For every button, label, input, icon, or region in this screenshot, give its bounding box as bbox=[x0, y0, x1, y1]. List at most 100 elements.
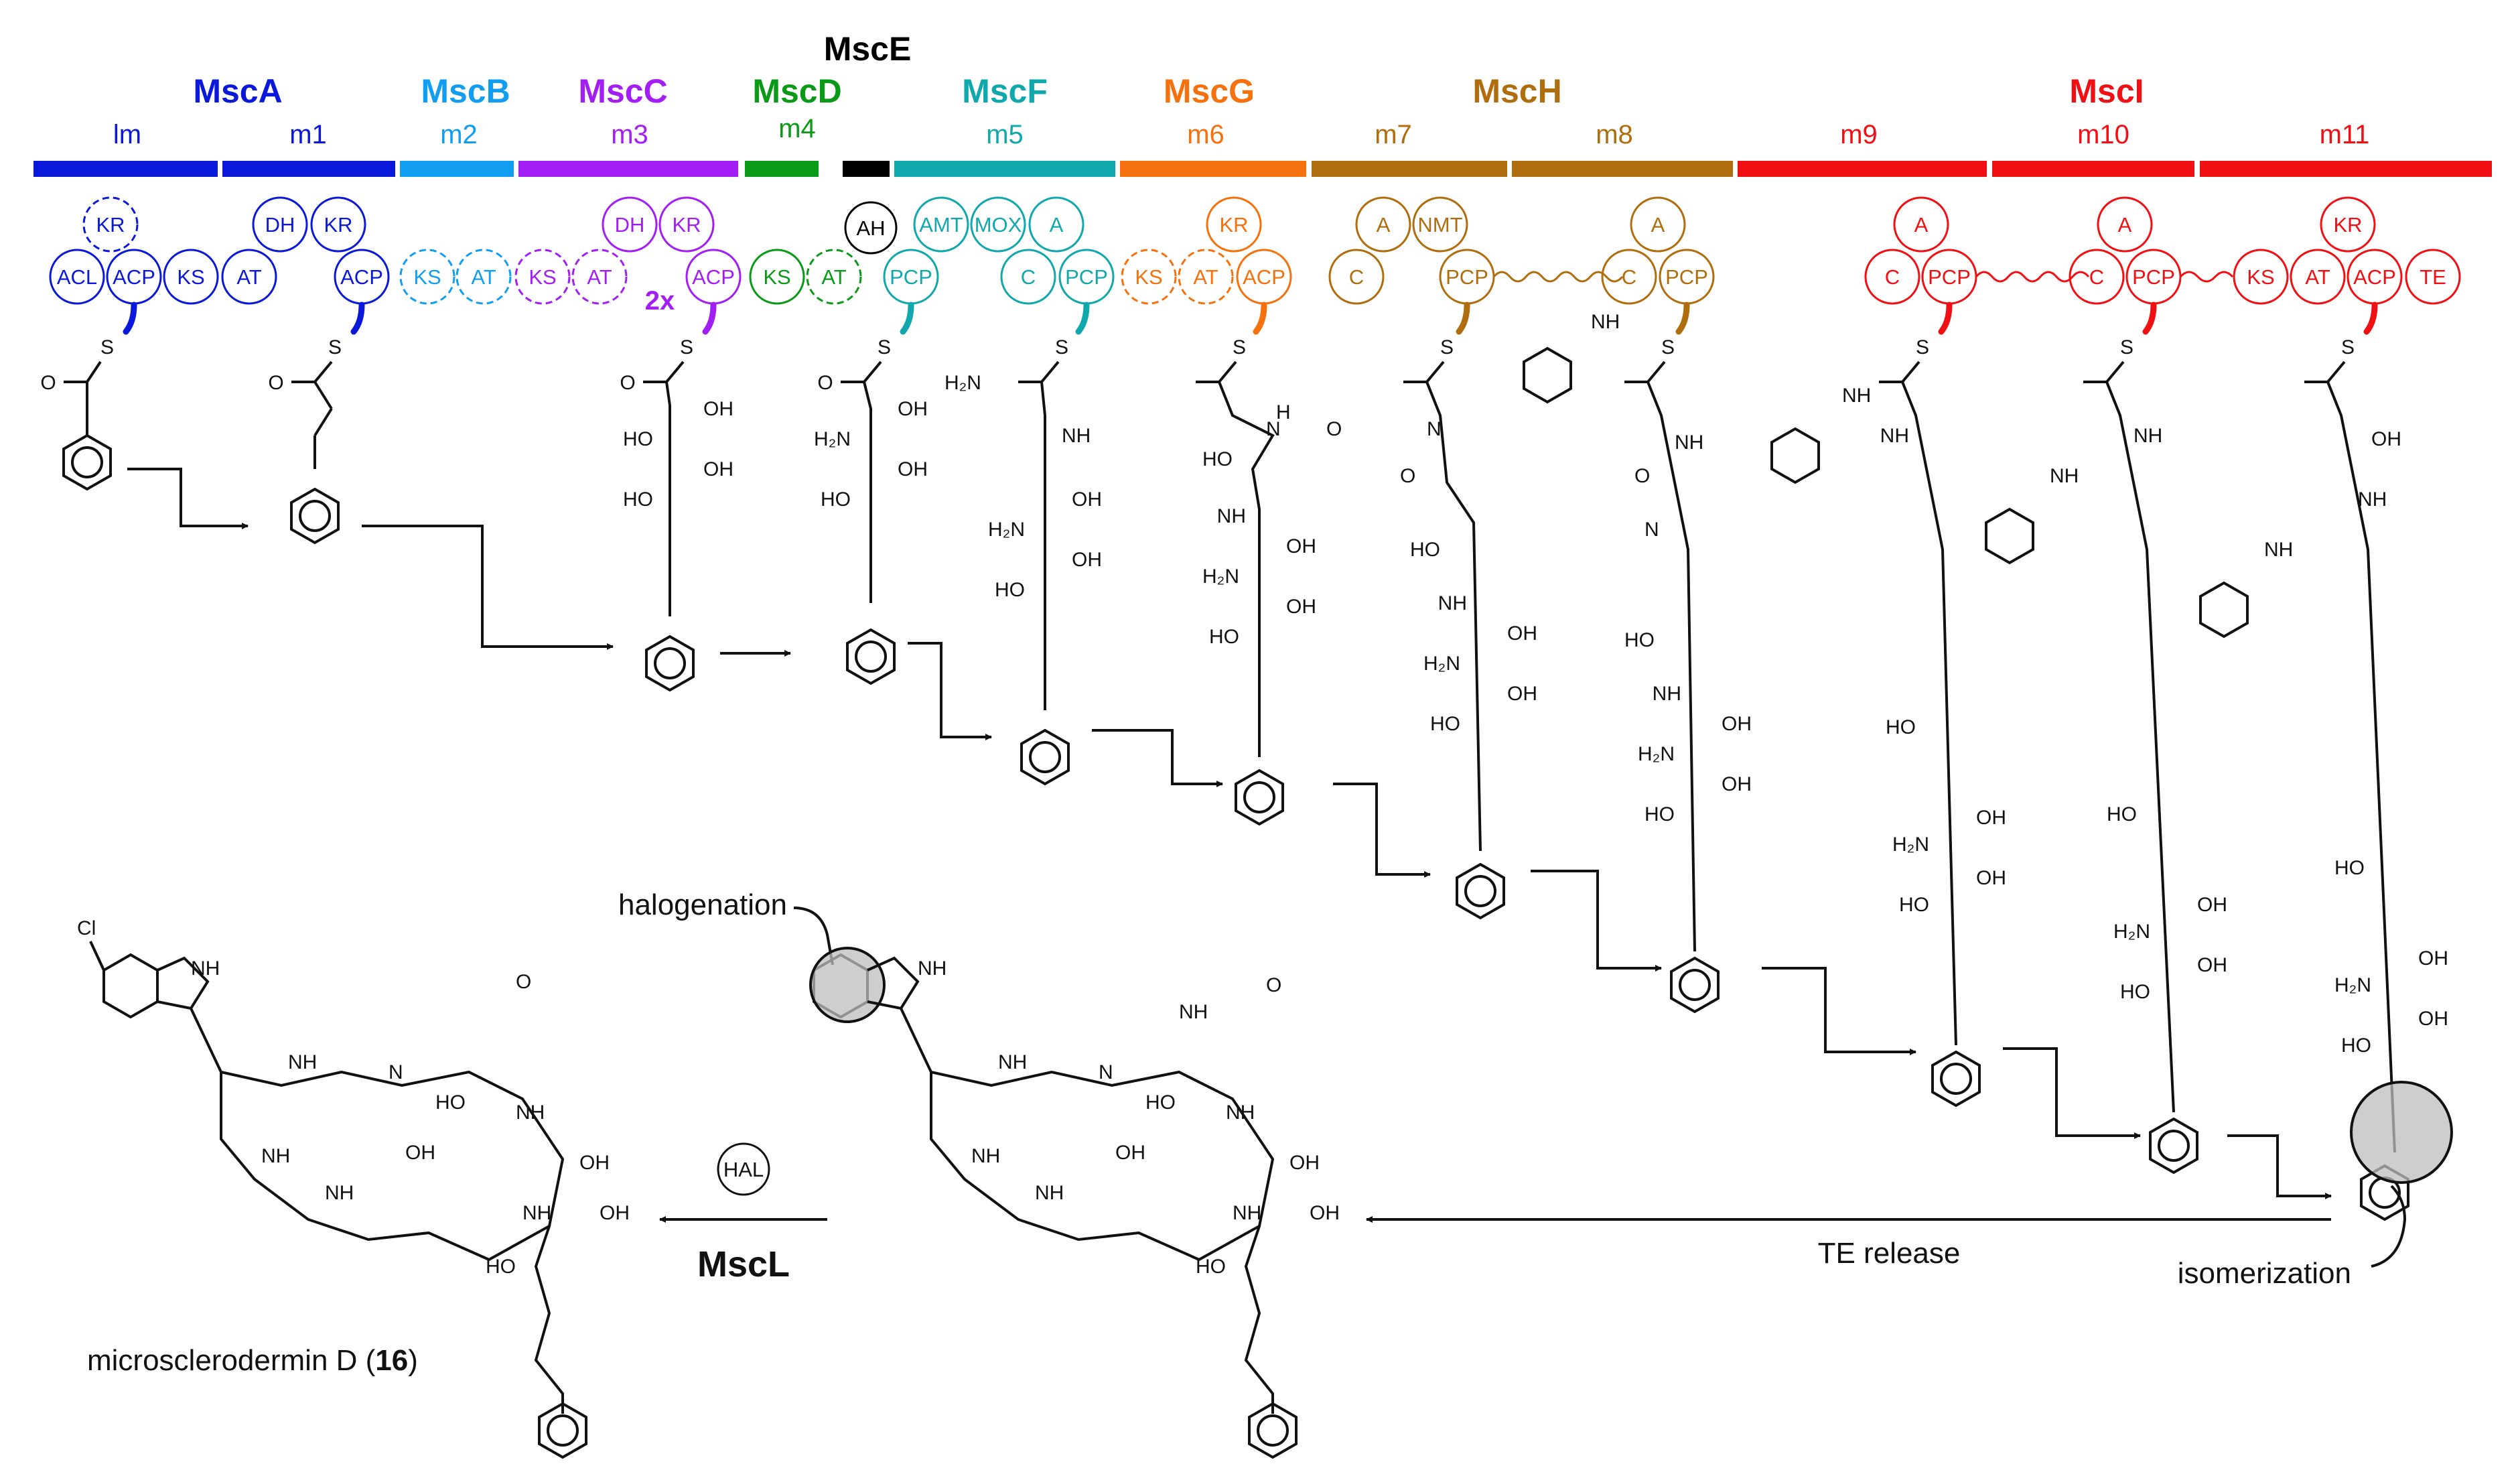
domain-labels-mscb: KS AT bbox=[413, 265, 496, 289]
domain-dh-m3 bbox=[602, 196, 658, 253]
label-acp-lm: ACP bbox=[113, 265, 155, 289]
domain-labels-mscf: PCP AMT MOX A C PCP bbox=[890, 213, 1108, 289]
domain-c-m10 bbox=[2069, 249, 2125, 305]
atom-h2n-m7: H₂N bbox=[1423, 653, 1460, 675]
atom-oh-m9-1: OH bbox=[1976, 807, 2006, 829]
module-m2: m2 bbox=[440, 120, 478, 149]
domain-kr-m6 bbox=[1206, 196, 1262, 253]
sulfur-m9: S bbox=[1916, 336, 1929, 358]
atom-nh-indole-m9: NH bbox=[1842, 385, 1871, 407]
label-kr-m3: KR bbox=[672, 213, 701, 237]
intermediate-m3: O OH HO OH HO bbox=[620, 360, 733, 692]
atom-ho-m9-2: HO bbox=[1899, 894, 1929, 916]
domain-labels-mscd: KS AT bbox=[763, 265, 846, 289]
module-m7: m7 bbox=[1375, 120, 1412, 149]
bar-m1 bbox=[222, 161, 395, 177]
atom-nh-released-2: NH bbox=[1226, 1102, 1255, 1124]
thioester-sulfurs: S S S S S S S S S S S bbox=[100, 336, 2355, 358]
atom-oh-m5-2: OH bbox=[1072, 549, 1102, 571]
arrow-10 bbox=[2227, 1134, 2332, 1199]
atom-n-final: N bbox=[389, 1061, 403, 1083]
atom-h2n-m6: H₂N bbox=[1202, 565, 1239, 588]
domain-at-m1 bbox=[221, 249, 277, 305]
intermediate-m8: NH NH O N HO NH OH H₂N OH HO bbox=[1523, 311, 1752, 1014]
module-bars bbox=[33, 161, 2492, 177]
domain-kr-m11 bbox=[2320, 196, 2376, 253]
sulfur-m10: S bbox=[2120, 336, 2133, 358]
label-pcp-m4: PCP bbox=[890, 265, 932, 289]
sulfur-m8: S bbox=[1661, 336, 1675, 358]
sulfur-m4: S bbox=[878, 336, 891, 358]
atom-oh-m7-2: OH bbox=[1507, 683, 1537, 705]
atom-oh-released-1: OH bbox=[1289, 1152, 1320, 1174]
domain-c-m5 bbox=[1000, 249, 1056, 305]
atom-h2n-m5: H₂N bbox=[988, 519, 1025, 541]
module-m10: m10 bbox=[2077, 120, 2129, 149]
atom-o-m7: O bbox=[1400, 465, 1415, 487]
label-pcp-m10: PCP bbox=[2132, 265, 2175, 289]
domain-labels-msci: A C PCP A C PCP KS AT KR ACP TE bbox=[1885, 213, 2446, 289]
atom-nh-indole-m10: NH bbox=[2050, 465, 2079, 487]
module-m9: m9 bbox=[1840, 120, 1878, 149]
domain-at-m6 bbox=[1178, 249, 1234, 305]
bar-m10 bbox=[1992, 161, 2194, 177]
product-close: ) bbox=[408, 1344, 418, 1377]
label-a-m8: A bbox=[1651, 213, 1665, 237]
module-labels: lm m1 m2 m3 m4 m5 m6 m7 m8 m9 m10 m11 bbox=[113, 114, 2370, 149]
indole-m10 bbox=[1985, 507, 2034, 565]
sulfur-m1: S bbox=[328, 336, 342, 358]
label-kr-m1: KR bbox=[324, 213, 352, 237]
bar-m3 bbox=[518, 161, 738, 177]
arrow-2 bbox=[362, 525, 614, 650]
label-ks-m1: KS bbox=[177, 265, 204, 289]
label-c-m5: C bbox=[1021, 265, 1036, 289]
bar-m2 bbox=[400, 161, 514, 177]
module-m1: m1 bbox=[289, 120, 327, 149]
domains-mscb bbox=[399, 249, 512, 305]
atom-o-released-lactam: O bbox=[1266, 974, 1281, 996]
benzene-m7 bbox=[1456, 862, 1505, 920]
protein-msca: MscA bbox=[193, 72, 282, 110]
domain-kr-lm bbox=[82, 196, 139, 253]
atom-ho-m11: HO bbox=[2334, 857, 2365, 879]
arm-m10 bbox=[2142, 302, 2157, 335]
domain-a-m5 bbox=[1028, 196, 1084, 253]
bar-m11 bbox=[2200, 161, 2492, 177]
arm-m3 bbox=[702, 302, 717, 335]
benzene-final bbox=[538, 1402, 587, 1459]
atom-oh-released-2: OH bbox=[1115, 1142, 1145, 1164]
domain-labels-mscc: KS AT DH KR ACP 2x bbox=[529, 213, 735, 316]
repeat-2x-label: 2x bbox=[645, 286, 675, 316]
arrow-6 bbox=[1333, 783, 1431, 878]
domain-ks-m2 bbox=[399, 249, 456, 305]
atom-ho-m3-1: HO bbox=[623, 428, 653, 450]
domain-a-m8 bbox=[1630, 196, 1686, 253]
atom-nh-final-5: NH bbox=[522, 1202, 551, 1224]
protein-msch: MscH bbox=[1472, 72, 1561, 110]
intermediate-m1: O bbox=[268, 360, 340, 545]
atom-nh-indole-final: NH bbox=[191, 957, 220, 980]
atom-nh-indole-m11: NH bbox=[2264, 539, 2293, 561]
arm-m9 bbox=[1938, 302, 1953, 335]
arm-m4 bbox=[900, 302, 914, 335]
module-m4: m4 bbox=[778, 114, 816, 143]
label-amt: AMT bbox=[919, 213, 963, 237]
arm-m1 bbox=[350, 302, 365, 335]
atom-oh-m10-1: OH bbox=[2197, 894, 2227, 916]
protein-labels: MscA MscB MscC MscD MscE MscF MscG MscH … bbox=[193, 30, 2144, 110]
atom-h2n-m5-amide: H₂N bbox=[944, 372, 981, 394]
atom-nh-m5: NH bbox=[1062, 425, 1091, 447]
atom-ho-final-2: HO bbox=[486, 1256, 516, 1278]
domains-mscd bbox=[749, 249, 862, 305]
label-ks-m2: KS bbox=[413, 265, 441, 289]
sulfur-m3: S bbox=[680, 336, 693, 358]
label-ks-m11: KS bbox=[2247, 265, 2274, 289]
label-acp-m6: ACP bbox=[1243, 265, 1285, 289]
atom-oh-m3-2: OH bbox=[703, 458, 733, 480]
domain-labels-msch: A NMT C PCP A C PCP bbox=[1349, 213, 1708, 289]
benzene-m9 bbox=[1931, 1050, 1981, 1108]
label-at-m3: AT bbox=[587, 265, 612, 289]
benzene-m5 bbox=[1020, 728, 1070, 786]
module-m11: m11 bbox=[2320, 120, 2370, 149]
atom-nh-released-lactam: NH bbox=[1179, 1001, 1208, 1023]
